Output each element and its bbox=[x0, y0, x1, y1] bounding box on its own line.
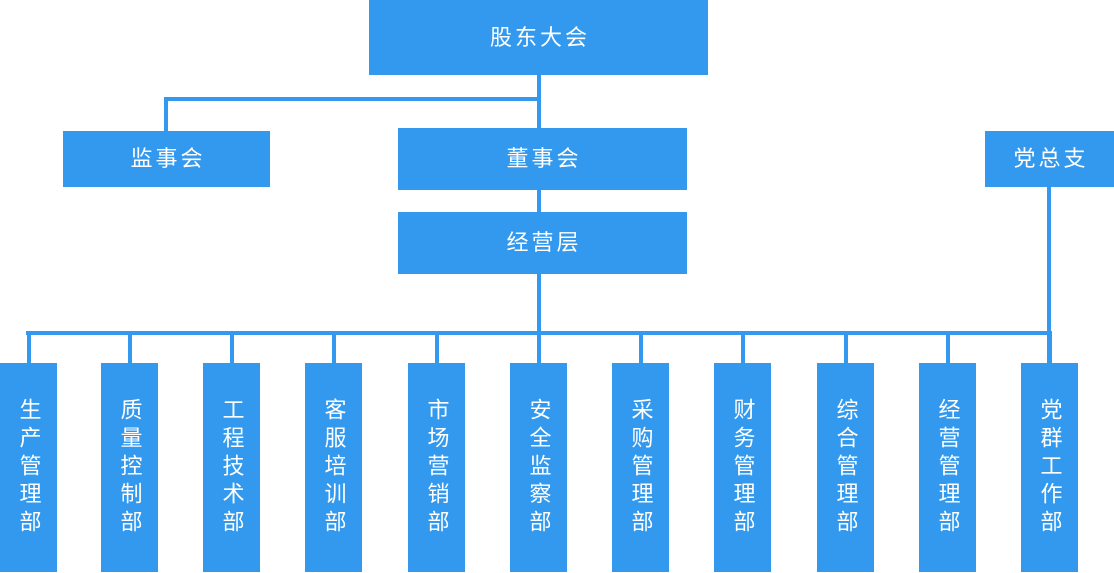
node-dept-engineering-technology: 工程技术部 bbox=[203, 331, 260, 572]
node-dept-financial-management: 财务管理部 bbox=[714, 331, 771, 572]
node-dept-customer-service-training: 客服培训部 bbox=[305, 331, 362, 572]
node-dept-marketing: 市场营销部 bbox=[408, 331, 465, 572]
connector-top-horizontal bbox=[164, 97, 541, 101]
connector-management-to-rail bbox=[537, 273, 541, 333]
connector-directors-to-management bbox=[537, 189, 541, 212]
connector-to-supervisory bbox=[164, 97, 168, 131]
dept-label: 客服培训部 bbox=[321, 397, 347, 538]
dept-label: 生产管理部 bbox=[16, 397, 42, 538]
node-dept-business-management: 经营管理部 bbox=[919, 331, 976, 572]
node-board-of-directors: 董事会 bbox=[398, 128, 687, 190]
node-dept-quality-control: 质量控制部 bbox=[101, 331, 158, 572]
node-dept-safety-supervision: 安全监察部 bbox=[510, 331, 567, 572]
dept-label: 党群工作部 bbox=[1037, 397, 1063, 538]
dept-label: 采购管理部 bbox=[628, 397, 654, 538]
node-dept-party-masses-work: 党群工作部 bbox=[1021, 331, 1078, 572]
node-dept-general-management: 综合管理部 bbox=[817, 331, 874, 572]
node-management-level: 经营层 bbox=[398, 212, 687, 274]
node-party-general-branch: 党总支 bbox=[985, 131, 1114, 187]
node-dept-production-management: 生产管理部 bbox=[0, 331, 57, 572]
dept-label: 安全监察部 bbox=[526, 397, 552, 538]
dept-label: 质量控制部 bbox=[117, 397, 143, 538]
node-supervisory-board: 监事会 bbox=[63, 131, 270, 187]
dept-label: 工程技术部 bbox=[219, 397, 245, 538]
dept-label: 经营管理部 bbox=[935, 397, 961, 538]
node-shareholders-meeting: 股东大会 bbox=[369, 0, 708, 75]
node-dept-procurement-management: 采购管理部 bbox=[612, 331, 669, 572]
connector-party-to-dept bbox=[1047, 187, 1051, 363]
dept-label: 综合管理部 bbox=[833, 397, 859, 538]
dept-label: 市场营销部 bbox=[424, 397, 450, 538]
dept-label: 财务管理部 bbox=[730, 397, 756, 538]
